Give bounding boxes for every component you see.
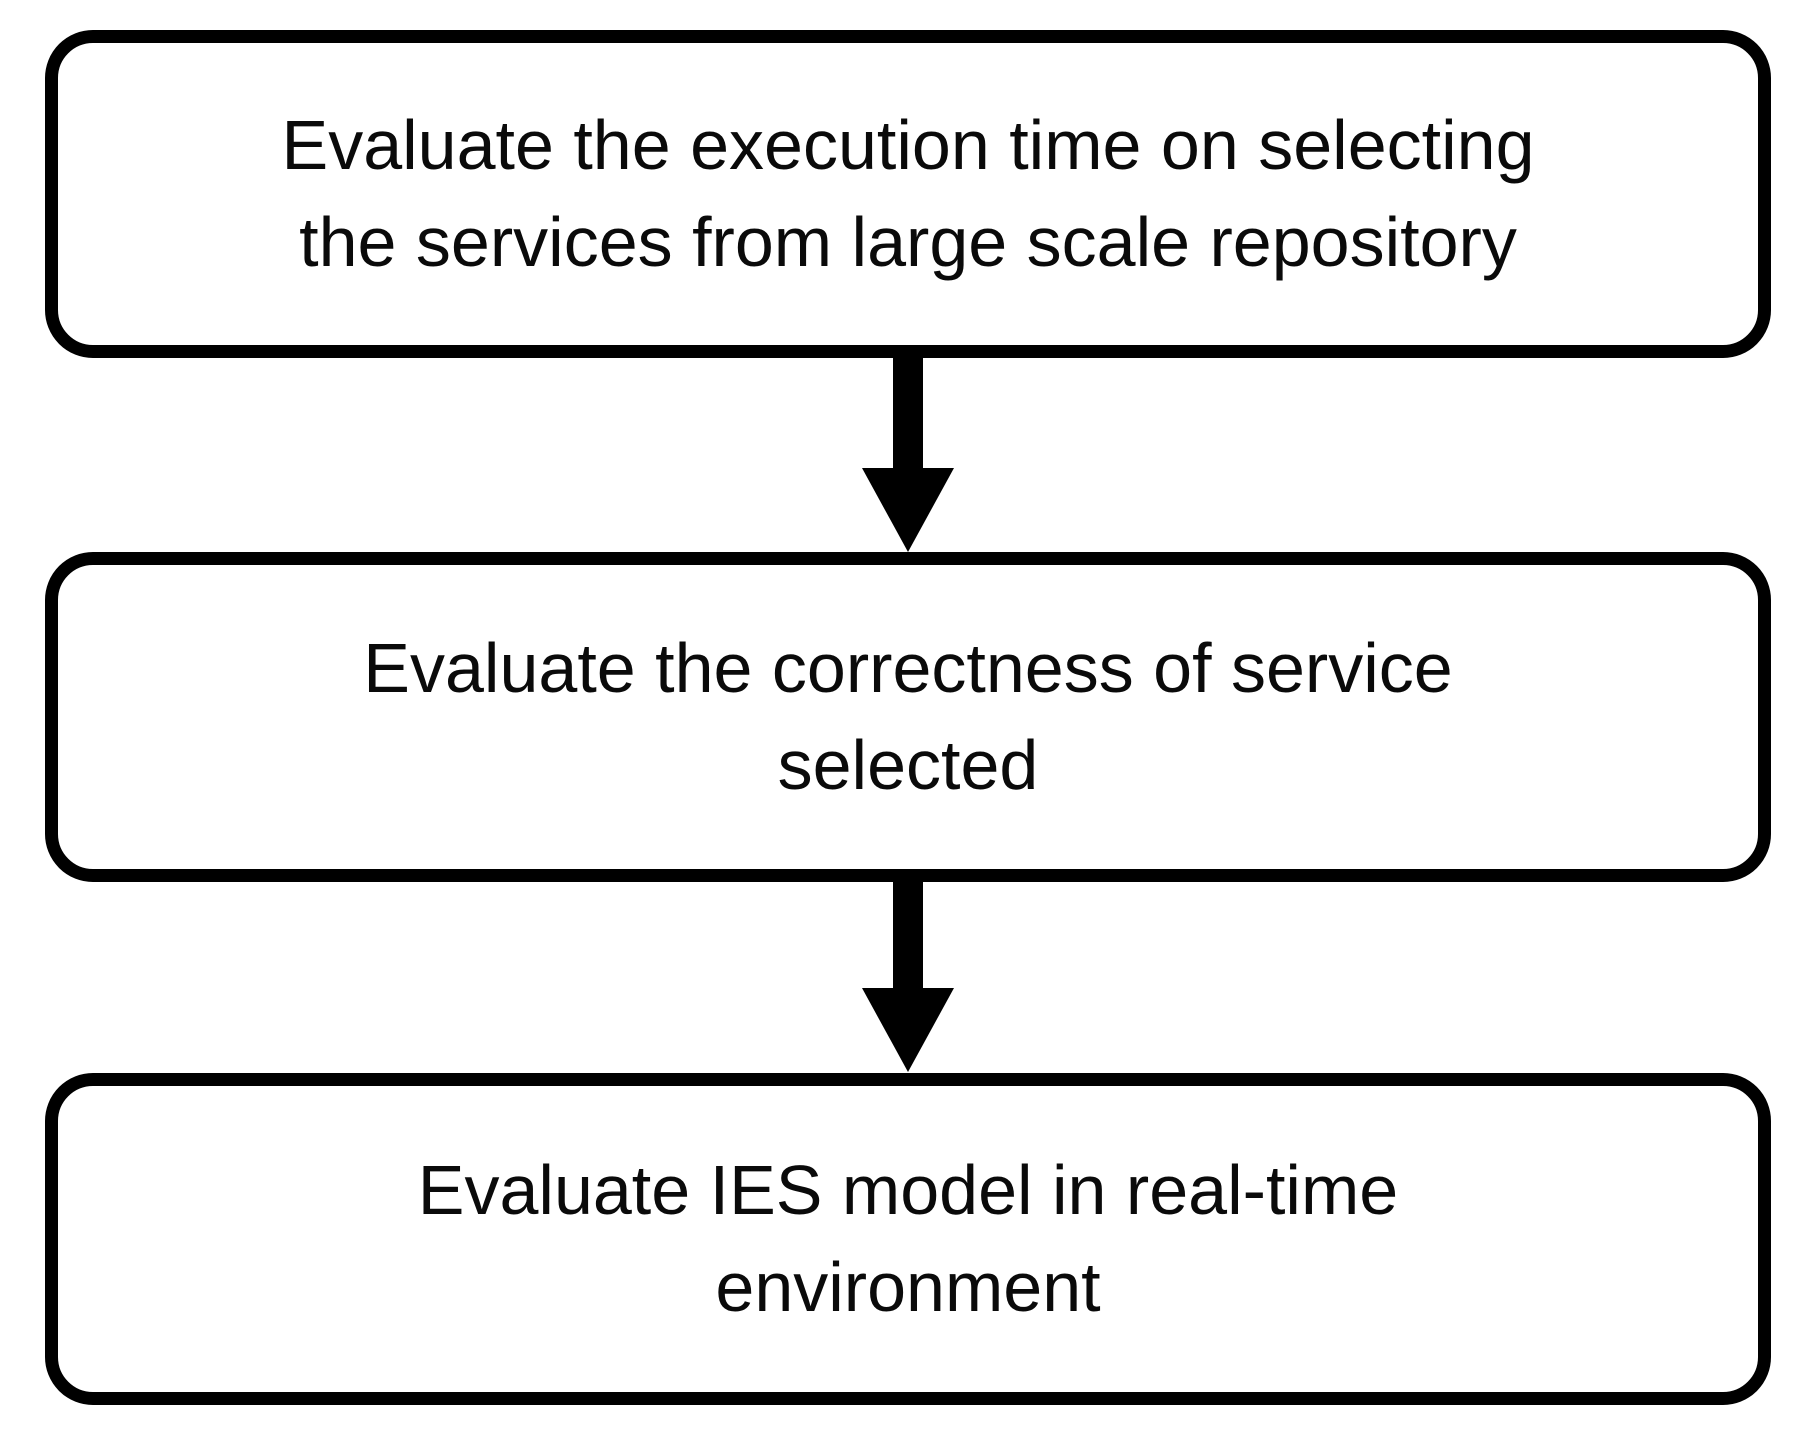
- flow-step-3-line-1: Evaluate IES model in real-time: [417, 1151, 1399, 1229]
- flow-step-1: Evaluate the execution time on selecting…: [45, 30, 1771, 358]
- flow-step-1-line-2: the services from large scale repository: [299, 203, 1517, 281]
- flow-step-2-line-1: Evaluate the correctness of service: [363, 629, 1453, 707]
- flow-step-3-line-2: environment: [715, 1248, 1101, 1326]
- arrow-down-head-icon: [862, 988, 954, 1072]
- flow-step-3: Evaluate IES model in real-time environm…: [45, 1073, 1771, 1405]
- arrow-shaft: [893, 350, 923, 472]
- flow-step-1-line-1: Evaluate the execution time on selecting: [281, 106, 1535, 184]
- flow-step-2: Evaluate the correctness of service sele…: [45, 552, 1771, 882]
- flow-step-2-line-2: selected: [777, 726, 1039, 804]
- arrow-shaft: [893, 876, 923, 992]
- arrow-down-head-icon: [862, 468, 954, 552]
